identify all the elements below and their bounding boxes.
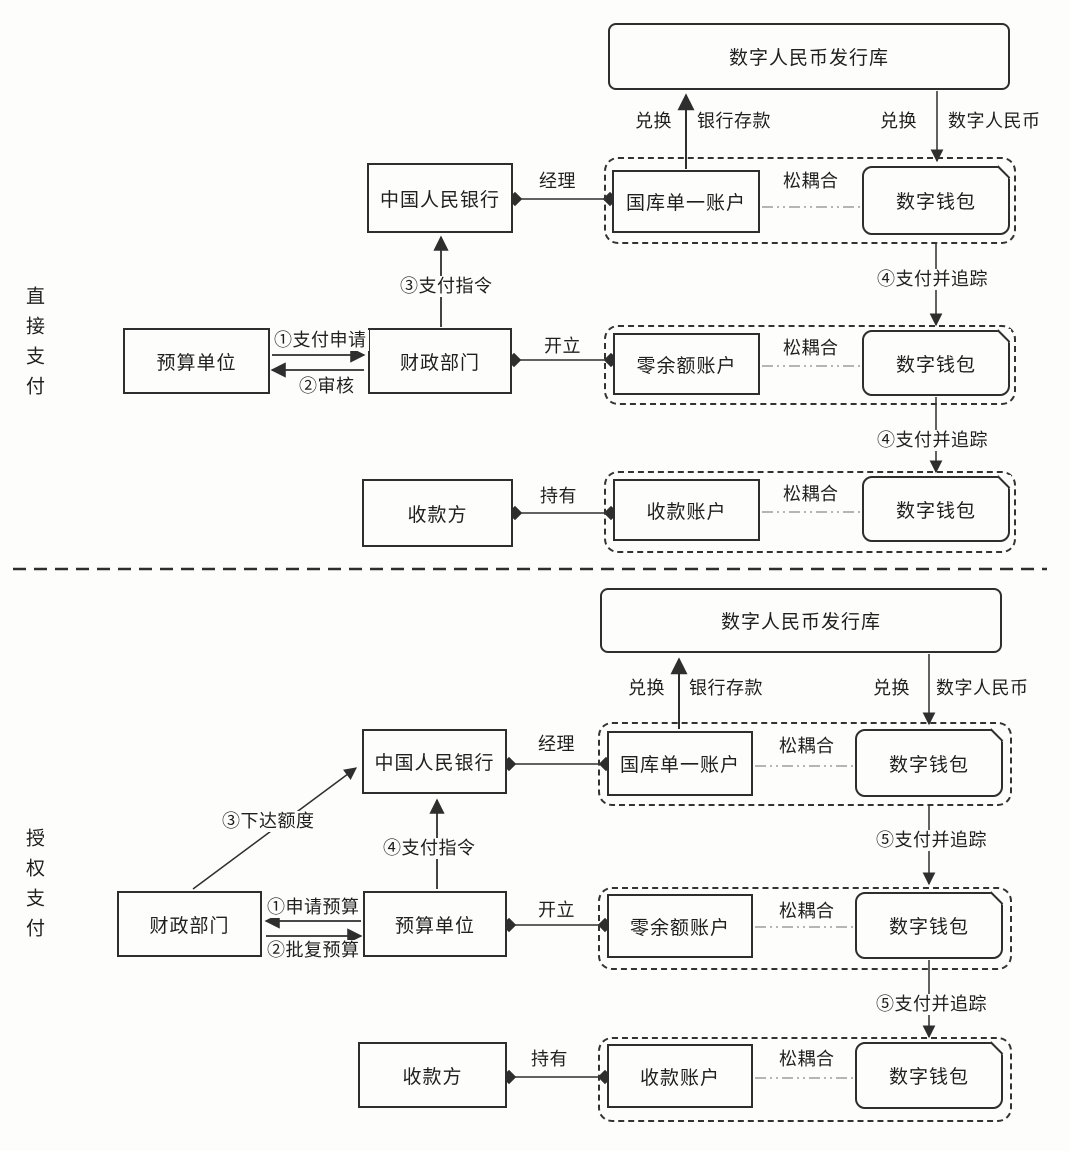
s1-wallet-1: 数字钱包 [862, 166, 1010, 235]
s2-wallet-2: 数字钱包 [855, 892, 1003, 959]
s2-edge-bank-deposit: 银行存款 [687, 678, 765, 699]
s1-edge-open: 开立 [542, 336, 583, 357]
s2-wallet-1: 数字钱包 [855, 729, 1003, 797]
side-label-authorized-payment: 授权支付 [23, 828, 44, 948]
s1-edge-manage: 经理 [537, 171, 578, 192]
s1-node-issuance-vault: 数字人民币发行库 [608, 23, 1010, 90]
s2-node-finance-dept: 财政部门 [117, 891, 262, 957]
s1-edge-loose-coupling-3: 松耦合 [781, 484, 841, 505]
s1-node-payee: 收款方 [362, 479, 513, 547]
s1-edge-step2: ②审核 [297, 376, 357, 397]
s2-edge-step5-track-2: ⑤支付并追踪 [874, 994, 989, 1015]
s2-edge-open: 开立 [536, 900, 577, 921]
s2-edge-step2: ②批复预算 [265, 940, 362, 961]
s2-edge-manage: 经理 [536, 734, 577, 755]
s1-node-zero-balance-account: 零余额账户 [613, 333, 760, 395]
s2-node-payee: 收款方 [358, 1042, 507, 1108]
s1-edge-step3: ③支付指令 [398, 276, 495, 297]
s1-connectors [270, 91, 944, 521]
s1-edge-loose-coupling-1: 松耦合 [781, 171, 841, 192]
side-label-direct-payment: 直接支付 [23, 286, 44, 406]
s2-edge-exchange-right: 兑换 [871, 678, 912, 699]
s1-edge-step4-track-2: ④支付并追踪 [875, 430, 990, 451]
s2-wallet-3: 数字钱包 [855, 1042, 1003, 1109]
s2-edge-digital-rmb: 数字人民币 [934, 678, 1031, 699]
s2-node-pboc-bank: 中国人民银行 [362, 729, 507, 794]
s2-edge-loose-coupling-1: 松耦合 [777, 736, 837, 757]
s2-node-treasury-single-account: 国库单一账户 [607, 731, 753, 796]
s1-node-pboc-bank: 中国人民银行 [367, 163, 513, 233]
s2-edge-step5-track-1: ⑤支付并追踪 [874, 830, 989, 851]
s1-wallet-3: 数字钱包 [862, 476, 1010, 542]
s2-node-issuance-vault: 数字人民币发行库 [600, 588, 1002, 653]
s1-edge-exchange-right: 兑换 [878, 111, 919, 132]
s1-edge-exchange-left: 兑换 [633, 111, 674, 132]
s2-edge-step4: ④支付指令 [381, 838, 478, 859]
s1-edge-bank-deposit: 银行存款 [695, 111, 773, 132]
s2-connectors [192, 654, 936, 1085]
s2-node-payee-account: 收款账户 [607, 1044, 753, 1108]
s2-edge-step1: ①申请预算 [265, 897, 362, 918]
s1-edge-loose-coupling-2: 松耦合 [781, 338, 841, 359]
s2-edge-step3: ③下达额度 [220, 811, 317, 832]
s2-edge-loose-coupling-3: 松耦合 [777, 1049, 837, 1070]
s2-edge-hold: 持有 [529, 1049, 570, 1070]
s1-edge-step1: ①支付申请 [272, 330, 369, 351]
s2-edge-exchange-left: 兑换 [626, 678, 667, 699]
s1-edge-digital-rmb: 数字人民币 [946, 111, 1043, 132]
s1-wallet-2: 数字钱包 [862, 330, 1010, 396]
s1-edge-hold: 持有 [538, 486, 579, 507]
s1-node-payee-account: 收款账户 [613, 479, 760, 541]
s1-node-budget-unit: 预算单位 [123, 328, 270, 394]
s1-edge-step4-track-1: ④支付并追踪 [875, 269, 990, 290]
s2-node-budget-unit: 预算单位 [363, 891, 507, 957]
s1-node-treasury-single-account: 国库单一账户 [612, 170, 760, 233]
s1-node-finance-dept: 财政部门 [368, 328, 512, 394]
s2-node-zero-balance-account: 零余额账户 [607, 894, 753, 958]
s2-edge-loose-coupling-2: 松耦合 [777, 901, 837, 922]
